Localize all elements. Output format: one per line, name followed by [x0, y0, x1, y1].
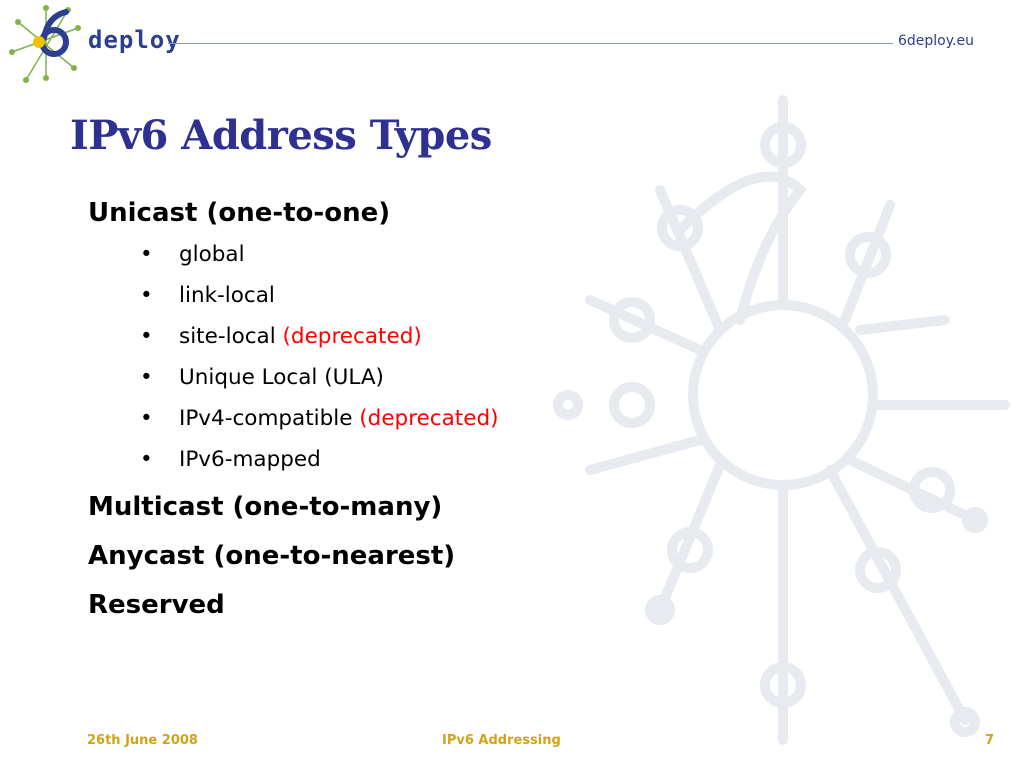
network-six-icon: [9, 5, 81, 83]
item-text: link-local: [179, 283, 275, 308]
bullet: •: [140, 242, 153, 267]
item-text: site-local: [179, 324, 283, 349]
list-item: • Unique Local (ULA): [88, 363, 648, 404]
list-item: • global: [88, 240, 648, 281]
list-item: • site-local (deprecated): [88, 322, 648, 363]
header-divider: [168, 43, 893, 44]
page-number: 7: [985, 733, 995, 748]
list-item-reserved: Reserved: [88, 590, 225, 620]
list-item: • link-local: [88, 281, 648, 322]
logo-text: deploy: [88, 26, 181, 54]
list-item-anycast: Anycast (one-to-nearest): [88, 541, 456, 571]
item-text: global: [179, 242, 245, 267]
footer-title: IPv6 Addressing: [442, 733, 561, 748]
item-text: IPv4-compatible: [179, 406, 360, 431]
slide-title: IPv6 Address Types: [70, 112, 492, 159]
list-item: • IPv6-mapped: [88, 445, 648, 486]
bullet: •: [140, 365, 153, 390]
site-url: 6deploy.eu: [898, 33, 974, 49]
item-text: Unique Local (ULA): [179, 365, 384, 390]
item-note: (deprecated): [282, 324, 422, 349]
list-item-unicast: Unicast (one-to-one): [88, 198, 391, 228]
item-text: IPv6-mapped: [179, 447, 321, 472]
6deploy-logo: deploy: [8, 0, 188, 96]
bullet: •: [140, 406, 153, 431]
bullet: •: [140, 283, 153, 308]
footer-date: 26th June 2008: [87, 733, 198, 748]
bullet: •: [140, 324, 153, 349]
unicast-sublist: • global • link-local • site-local (depr…: [88, 240, 648, 486]
list-item-multicast: Multicast (one-to-many): [88, 492, 443, 522]
list-item: • IPv4-compatible (deprecated): [88, 404, 648, 445]
item-note: (deprecated): [359, 406, 499, 431]
bullet: •: [140, 447, 153, 472]
slide-content: Unicast (one-to-one) • global • link-loc…: [88, 196, 648, 637]
